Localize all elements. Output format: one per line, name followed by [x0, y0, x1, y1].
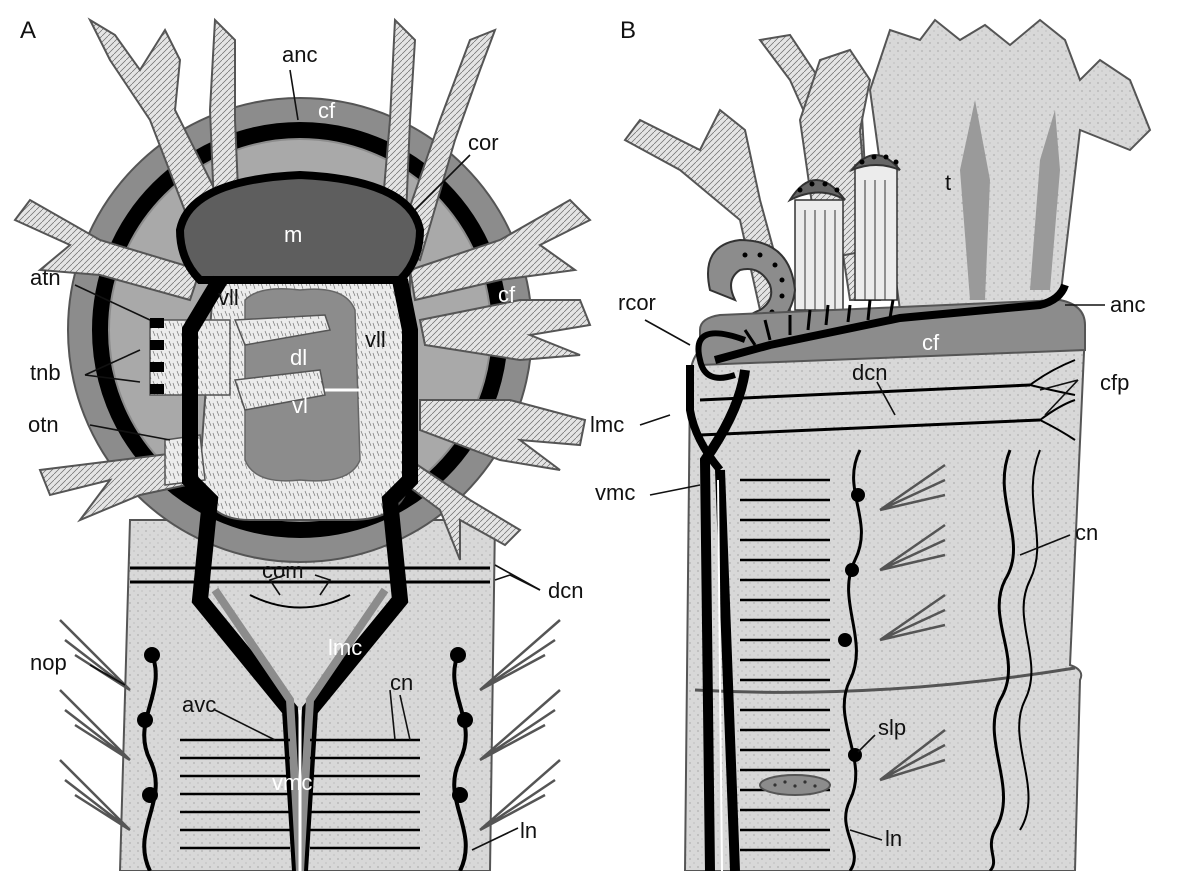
panel-letter-b: B — [620, 17, 636, 44]
label-vll-left-a: vll — [218, 285, 239, 310]
label-cn-b: cn — [1075, 520, 1098, 545]
label-cf-right-a: cf — [498, 282, 516, 307]
label-lmc-a: lmc — [328, 635, 362, 660]
label-cn-a: cn — [390, 670, 413, 695]
label-dl-a: dl — [290, 345, 307, 370]
label-cfp-b: cfp — [1100, 370, 1129, 395]
label-atn-a: atn — [30, 265, 61, 290]
label-vmc-b: vmc — [595, 480, 635, 505]
label-ln-b: ln — [885, 826, 902, 851]
label-anc-a: anc — [282, 42, 317, 67]
label-anc-b: anc — [1110, 292, 1145, 317]
label-t-b: t — [945, 170, 951, 195]
label-lmc-b: lmc — [590, 412, 624, 437]
label-avc-a: avc — [182, 692, 216, 717]
label-tc-b: tc — [736, 282, 753, 307]
label-vll-right-a: vll — [365, 327, 386, 352]
label-com-a: com — [262, 558, 304, 583]
label-nop-a: nop — [30, 650, 67, 675]
label-otn-a: otn — [28, 412, 59, 437]
label-slp-b: slp — [878, 715, 906, 740]
label-vmc-a: vmc — [272, 770, 312, 795]
label-dcn-b: dcn — [852, 360, 887, 385]
panel-letter-a: A — [20, 17, 36, 44]
label-cf-b: cf — [922, 330, 940, 355]
label-cor-a: cor — [468, 130, 499, 155]
label-rcor-b: rcor — [618, 290, 656, 315]
panel-b: B t tc rcor anc cf dcn cfp lmc vmc cn sl… — [590, 17, 1150, 871]
label-m-a: m — [284, 222, 302, 247]
panel-a: A anc cf cor m cf atn vll vll dl vl tnb … — [15, 17, 590, 871]
label-tnb-a: tnb — [30, 360, 61, 385]
label-ln-a: ln — [520, 818, 537, 843]
label-vl-a: vl — [292, 393, 308, 418]
label-cf-top-a: cf — [318, 98, 336, 123]
label-dcn-a: dcn — [548, 578, 583, 603]
tentacle-t — [870, 20, 1150, 310]
